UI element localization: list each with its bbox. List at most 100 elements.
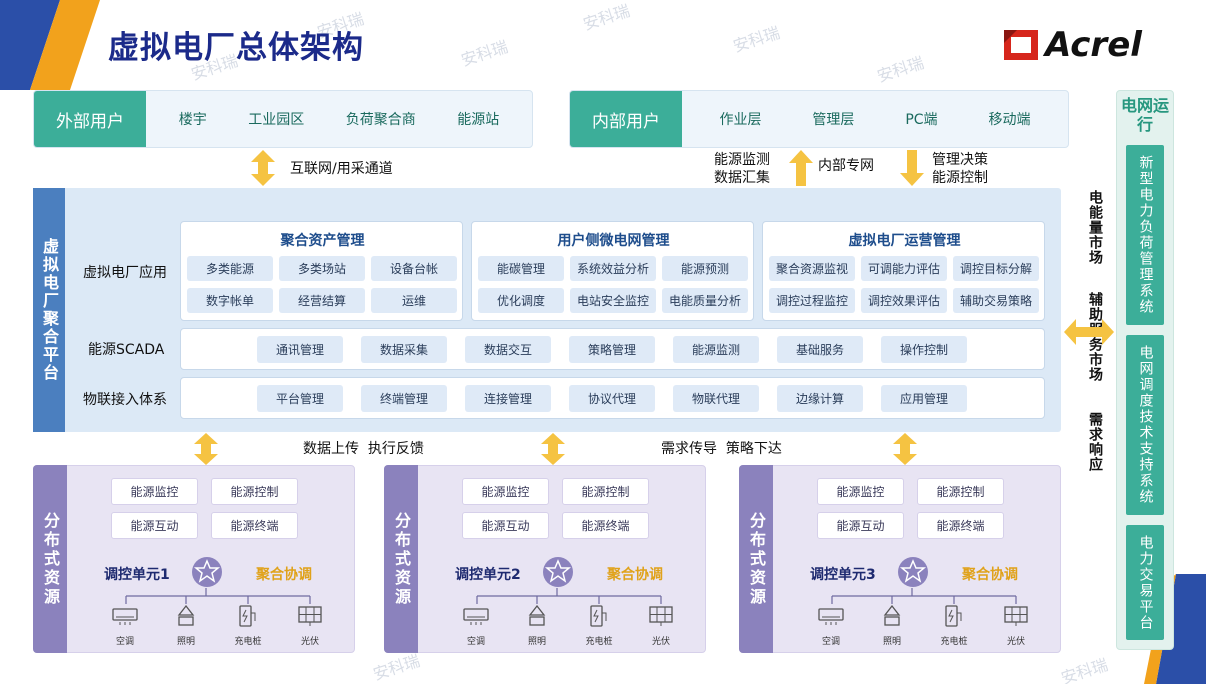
grid-system-box: 电网调度技术支持系统 [1126, 335, 1164, 515]
panel-cell: 电站安全监控 [570, 288, 656, 313]
panel-cell: 辅助交易策略 [953, 288, 1039, 313]
device-label: 光伏 [300, 637, 319, 647]
resource-cell: 能源控制 [211, 478, 298, 505]
iot-cell: 应用管理 [881, 385, 967, 412]
watermark: 安科瑞 [730, 22, 783, 56]
lighting-icon [883, 605, 901, 626]
panel-cell: 电能质量分析 [662, 288, 748, 313]
page-title: 虚拟电厂总体架构 [108, 30, 364, 66]
panel-cell: 系统效益分析 [570, 256, 656, 281]
panel-title: 虚拟电厂运营管理 [848, 233, 961, 249]
device-label: 光伏 [651, 637, 670, 647]
device-label: 照明 [176, 637, 195, 647]
market-label-demand: 需求响应 [1087, 412, 1103, 472]
scada-cell: 通讯管理 [257, 336, 343, 363]
demand-strategy-label: 需求传导 策略下达 [661, 441, 782, 457]
scada-cell: 操作控制 [881, 336, 967, 363]
double-arrow-icon [541, 433, 565, 465]
iot-cell: 平台管理 [257, 385, 343, 412]
watermark: 安科瑞 [458, 36, 511, 70]
panel-cell: 经营结算 [279, 288, 365, 313]
acrel-logo-text: Acrel [1045, 25, 1142, 65]
device-label: 充电桩 [234, 637, 262, 647]
iot-cell: 物联代理 [673, 385, 759, 412]
control-unit-label: 调控单元2 [455, 567, 521, 583]
device-label: 空调 [115, 637, 134, 647]
air-conditioner-icon [818, 608, 844, 625]
internal-users-head: 内部用户 [570, 91, 682, 147]
aggregation-label: 聚合协调 [607, 567, 663, 583]
device-label: 照明 [527, 637, 546, 647]
vpp-platform-side-label: 虚拟电厂聚合平台 [33, 188, 65, 432]
external-user-item: 工业园区 [248, 112, 305, 128]
resource-group-1: 能源监控 能源控制 能源互动 能源终端 调控单元1 聚合协调 空调 照明 充电桩… [33, 465, 355, 653]
lighting-icon [177, 605, 195, 626]
acrel-logo: Acrel [1003, 24, 1173, 66]
external-users-head: 外部用户 [34, 91, 146, 147]
decision-label-1: 管理决策 [932, 152, 988, 168]
resource-side-label: 分布式资源 [384, 465, 418, 653]
scada-cell: 数据采集 [361, 336, 447, 363]
internal-user-item: 管理层 [812, 112, 855, 128]
lighting-icon [528, 605, 546, 626]
scada-cell: 数据交互 [465, 336, 551, 363]
device-label: 空调 [821, 637, 840, 647]
control-unit-icon [543, 557, 573, 587]
resource-cell: 能源终端 [917, 512, 1004, 539]
scada-cell: 策略管理 [569, 336, 655, 363]
grid-system-box: 新型电力负荷管理系统 [1126, 145, 1164, 325]
resource-cell: 能源控制 [917, 478, 1004, 505]
resource-cell: 能源终端 [211, 512, 298, 539]
resource-group-2: 能源监控 能源控制 能源互动 能源终端 调控单元2 聚合协调 空调 照明 充电桩… [384, 465, 706, 653]
grid-system-box: 电力交易平台 [1126, 525, 1164, 640]
asset-management-panel: 聚合资产管理 多类能源 多类场站 设备台帐 数字帐单 经营结算 运维 [180, 221, 463, 321]
grid-operation-head: 电网运行 [1120, 96, 1169, 134]
internal-users-bar: 内部用户 作业层 管理层 PC端 移动端 [569, 90, 1069, 148]
panel-title: 聚合资产管理 [280, 233, 365, 249]
internal-user-item: PC端 [905, 112, 938, 128]
market-label-energy: 电能量市场 [1087, 190, 1103, 265]
internet-channel-label: 互联网/用采通道 [290, 161, 393, 177]
watermark: 安科瑞 [1058, 654, 1111, 684]
scada-cell: 基础服务 [777, 336, 863, 363]
market-label-ancillary: 辅助服务市场 [1080, 292, 1104, 402]
device-label: 照明 [882, 637, 901, 647]
private-network-label: 内部专网 [818, 158, 874, 174]
external-user-item: 负荷聚合商 [345, 112, 416, 128]
external-user-item: 楼宇 [178, 112, 207, 128]
panel-cell: 运维 [371, 288, 457, 313]
external-user-item: 能源站 [457, 112, 500, 128]
aggregation-label: 聚合协调 [256, 567, 312, 583]
resource-cell: 能源互动 [462, 512, 549, 539]
resource-cell: 能源互动 [817, 512, 904, 539]
resource-side-label: 分布式资源 [33, 465, 67, 653]
panel-cell: 调控效果评估 [861, 288, 947, 313]
double-arrow-horizontal-icon [1064, 319, 1114, 345]
charging-pile-icon [239, 605, 256, 627]
panel-cell: 数字帐单 [187, 288, 273, 313]
watermark: 安科瑞 [580, 0, 633, 34]
resource-cell: 能源监控 [111, 478, 198, 505]
tree-connector [476, 588, 662, 604]
charging-pile-icon [590, 605, 607, 627]
resource-side-label: 分布式资源 [739, 465, 773, 653]
panel-cell: 多类场站 [279, 256, 365, 281]
iot-cell: 连接管理 [465, 385, 551, 412]
vpp-app-label: 虚拟电厂应用 [83, 265, 167, 281]
external-users-bar: 外部用户 楼宇 工业园区 负荷聚合商 能源站 [33, 90, 533, 148]
solar-panel-icon [298, 606, 322, 626]
arrow-down-icon [900, 150, 924, 186]
panel-title: 用户侧微电网管理 [557, 233, 670, 249]
scada-strip: 通讯管理 数据采集 数据交互 策略管理 能源监测 基础服务 操作控制 [180, 328, 1045, 370]
device-label: 充电桩 [940, 637, 968, 647]
vpp-operations-panel: 虚拟电厂运营管理 聚合资源监视 可调能力评估 调控目标分解 调控过程监控 调控效… [762, 221, 1045, 321]
double-arrow-icon [251, 150, 275, 186]
double-arrow-icon [893, 433, 917, 465]
panel-cell: 聚合资源监视 [769, 256, 855, 281]
resource-cell: 能源监控 [462, 478, 549, 505]
iot-strip: 平台管理 终端管理 连接管理 协议代理 物联代理 边缘计算 应用管理 [180, 377, 1045, 419]
acrel-logo-icon [1004, 30, 1038, 60]
tree-connector [125, 588, 311, 604]
arrow-up-icon [789, 150, 813, 186]
resource-group-3: 能源监控 能源控制 能源互动 能源终端 调控单元3 聚合协调 空调 照明 充电桩… [739, 465, 1061, 653]
